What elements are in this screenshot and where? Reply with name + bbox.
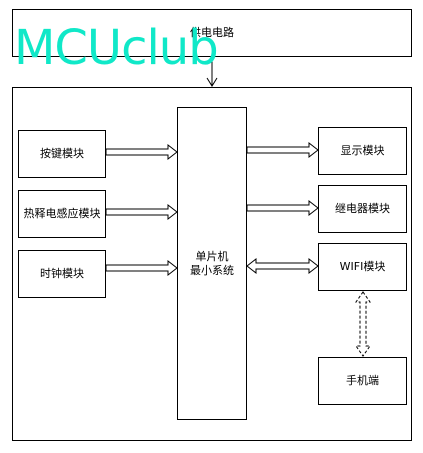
phone-box: 手机端: [318, 357, 407, 405]
clock-module-label: 时钟模块: [40, 267, 84, 280]
relay-module-box: 继电器模块: [318, 185, 407, 233]
system-frame: [12, 87, 412, 441]
key-to-mcu-arrow: [105, 143, 178, 161]
clock-to-mcu-arrow: [105, 259, 178, 277]
wifi-phone-wireless-arrow: [355, 291, 371, 357]
key-module-box: 按键模块: [18, 130, 106, 178]
wifi-module-label: WIFI模块: [339, 260, 386, 273]
mcu-label-line1: 单片机: [195, 249, 229, 263]
clock-module-box: 时钟模块: [18, 250, 106, 298]
pir-to-mcu-arrow: [105, 203, 178, 221]
pir-module-label: 热释电感应模块: [23, 207, 101, 220]
key-module-label: 按键模块: [40, 147, 84, 160]
mcu-to-relay-arrow: [246, 199, 319, 217]
display-module-label: 显示模块: [340, 144, 385, 157]
power-supply-box: 供电电路: [12, 9, 412, 57]
mcu-label-line2: 最小系统: [190, 263, 234, 277]
phone-label: 手机端: [346, 374, 379, 387]
power-connector-arrowhead: [206, 77, 218, 87]
power-supply-label: 供电电路: [190, 26, 234, 39]
mcu-box: 单片机 最小系统: [177, 107, 247, 420]
display-module-box: 显示模块: [318, 127, 407, 175]
mcu-wifi-bidirectional-arrow: [246, 257, 319, 275]
mcuclub-watermark-logo: MCUclub: [14, 20, 219, 76]
relay-module-label: 继电器模块: [335, 202, 390, 215]
wifi-module-box: WIFI模块: [318, 243, 407, 291]
mcu-to-display-arrow: [246, 141, 319, 159]
